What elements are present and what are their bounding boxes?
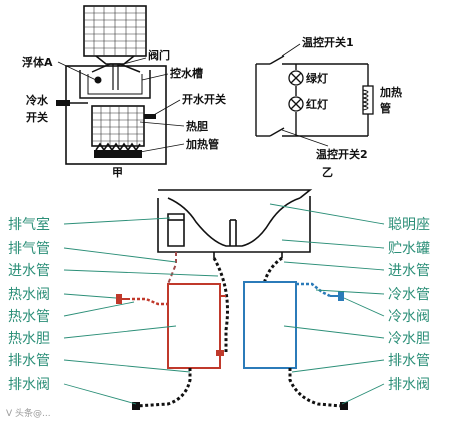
red-lamp-symbol — [288, 96, 304, 112]
left-label-column: 排气室 排气管 进水管 热水阀 热水管 热水胆 排水管 排水阀 — [8, 216, 50, 393]
label-thermo-switch-2: 温控开关2 — [316, 147, 368, 161]
figure-label-jia: 甲 — [112, 166, 123, 179]
cold-switch — [56, 100, 88, 106]
label-thermo-switch-1: 温控开关1 — [302, 35, 354, 49]
right-label-column: 聪明座 贮水罐 进水管 冷水管 冷水阀 冷水胆 排水管 排水阀 — [388, 217, 430, 393]
hot-water-valve-icon — [116, 294, 168, 306]
cold-drain-valve — [340, 402, 348, 410]
dispenser-section-figure: 浮体A 阀门 控水槽 冷水 开关 开水开关 热胆 加热管 甲 — [22, 5, 226, 179]
hot-switch — [144, 114, 156, 119]
left-leaders — [63, 217, 219, 405]
label-exhaust-chamber: 排气室 — [8, 216, 50, 233]
label-heater: 加热管 — [185, 137, 219, 151]
label-hot-switch: 开水开关 — [182, 92, 226, 106]
label-cold-valve: 冷水阀 — [388, 309, 430, 325]
label-exhaust-pipe: 排气管 — [8, 241, 50, 257]
thermo-switch-1 — [269, 55, 285, 65]
green-lamp-symbol — [288, 70, 304, 86]
cold-water-valve-icon — [296, 282, 344, 301]
hot-drain-valve — [132, 402, 140, 410]
plumbing-figure: 排气室 排气管 进水管 热水阀 热水管 热水胆 排水管 排水阀 聪明座 贮水罐 … — [8, 189, 430, 410]
cold-water-tank — [243, 281, 297, 369]
label-hot-drain-valve: 排水阀 — [8, 377, 50, 393]
cold-drain-pipe — [288, 368, 343, 408]
hot-water-tank — [167, 283, 226, 369]
heater-element — [94, 142, 142, 158]
label-float: 浮体A — [22, 55, 53, 69]
label-reservoir: 贮水罐 — [388, 241, 430, 257]
circuit-figure: 温控开关1 绿灯 红灯 加热 管 温控开关2 乙 — [255, 35, 402, 179]
smart-seat — [158, 189, 313, 247]
reservoir-tank — [157, 196, 311, 258]
label-red-lamp: 红灯 — [306, 97, 328, 111]
top-left-leaders — [57, 57, 185, 153]
control-tank — [79, 63, 151, 99]
label-cold-drain-valve: 排水阀 — [388, 377, 430, 393]
label-control-tank: 控水槽 — [170, 66, 203, 80]
label-hot-tank-bottom: 热水胆 — [8, 331, 50, 347]
label-heater-line2: 管 — [380, 101, 391, 115]
label-hot-drain-pipe: 排水管 — [8, 353, 50, 369]
water-bottle — [83, 5, 147, 65]
label-cold-switch-line2: 开关 — [26, 110, 48, 124]
label-green-lamp: 绿灯 — [306, 71, 328, 85]
watermark-text: V 头条@... — [6, 407, 51, 419]
circuit-wires — [255, 63, 369, 137]
label-cold-tank: 冷水胆 — [388, 331, 430, 347]
label-smart-seat: 聪明座 — [388, 217, 430, 233]
label-hot-valve: 热水阀 — [8, 287, 50, 303]
label-valve: 阀门 — [148, 48, 170, 62]
label-hot-tank: 热胆 — [186, 119, 208, 133]
label-hot-inlet-pipe: 进水管 — [8, 263, 50, 279]
hot-tank — [91, 105, 145, 147]
label-cold-pipe: 冷水管 — [388, 287, 430, 303]
hot-inlet-pipe — [212, 257, 229, 352]
label-cold-switch-line1: 冷水 — [26, 93, 49, 107]
exhaust-pipe — [167, 252, 177, 285]
label-cold-drain-pipe: 排水管 — [388, 353, 430, 369]
label-hot-pipe: 热水管 — [8, 309, 50, 325]
label-heater-line1: 加热 — [379, 85, 402, 99]
hot-drain-pipe — [135, 368, 192, 408]
label-cold-inlet-pipe: 进水管 — [388, 263, 430, 279]
heater-coil-symbol — [362, 85, 374, 115]
thermo-switch-2 — [269, 127, 285, 137]
right-leaders — [269, 203, 385, 405]
figure-label-yi: 乙 — [322, 166, 333, 179]
